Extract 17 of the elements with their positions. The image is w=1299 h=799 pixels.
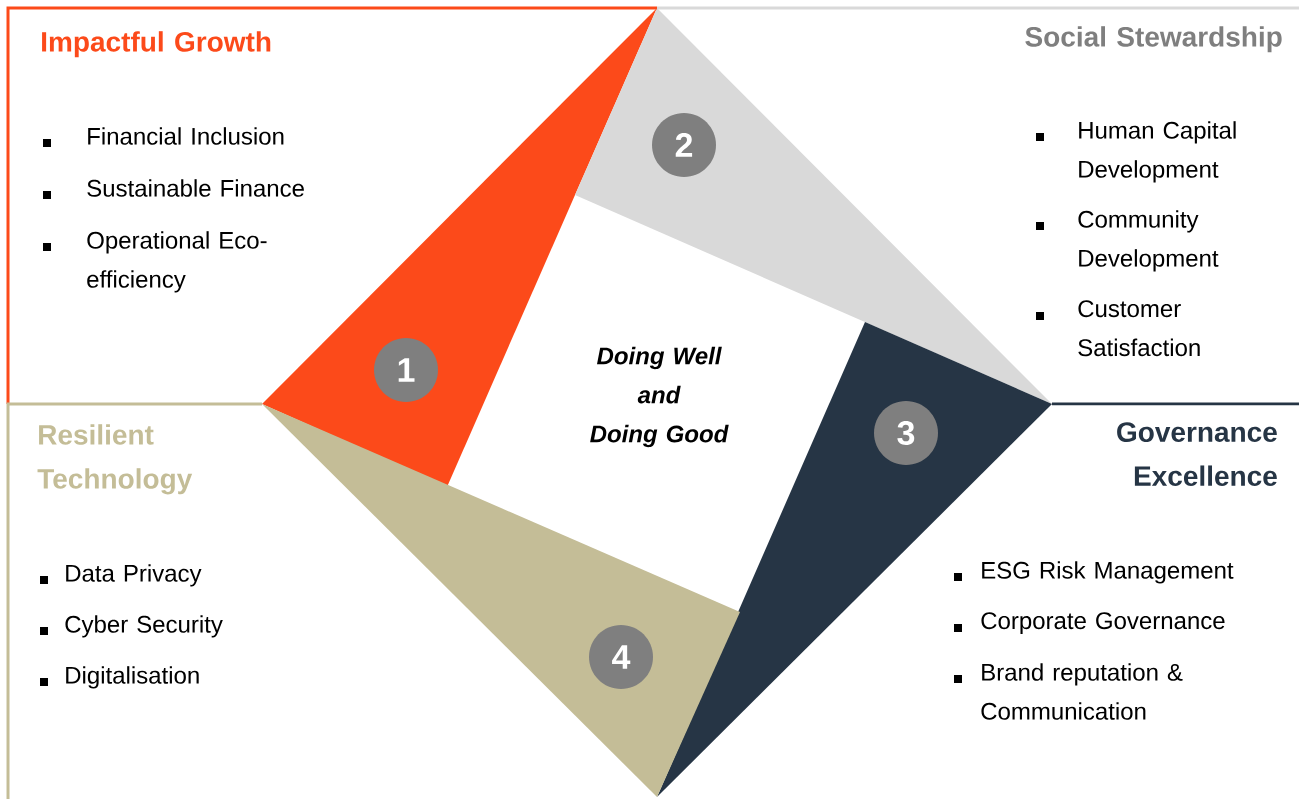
- bullet-text: Cyber Security: [65, 615, 223, 638]
- heading: Governance Excellence: [1117, 422, 1277, 486]
- bullet-text: Data Privacy: [66, 564, 202, 587]
- bullet-text: ESG Risk Management: [982, 561, 1234, 584]
- bullet-text: Community Development: [1078, 210, 1219, 272]
- bullet-text: Sustainable Finance: [87, 179, 304, 197]
- bullet-text: Digitalisation: [66, 666, 199, 689]
- heading: Resilient Technology: [37, 424, 193, 495]
- bullet-text: Financial Inclusion: [88, 127, 284, 145]
- bullet-text: Human Capital Development: [1079, 121, 1236, 183]
- bullet-text: Corporate Governance: [981, 612, 1225, 634]
- bullet-text: Operational Eco-efficiency: [87, 231, 267, 293]
- heading: Social Stewardship: [1025, 26, 1282, 53]
- heading: Impactful Growth: [42, 31, 271, 58]
- center-text: Doing Well and Doing Good: [590, 346, 729, 448]
- bullet-text: Customer Satisfaction: [1078, 300, 1200, 357]
- bullet-text: Brand reputation & Communication: [981, 663, 1183, 720]
